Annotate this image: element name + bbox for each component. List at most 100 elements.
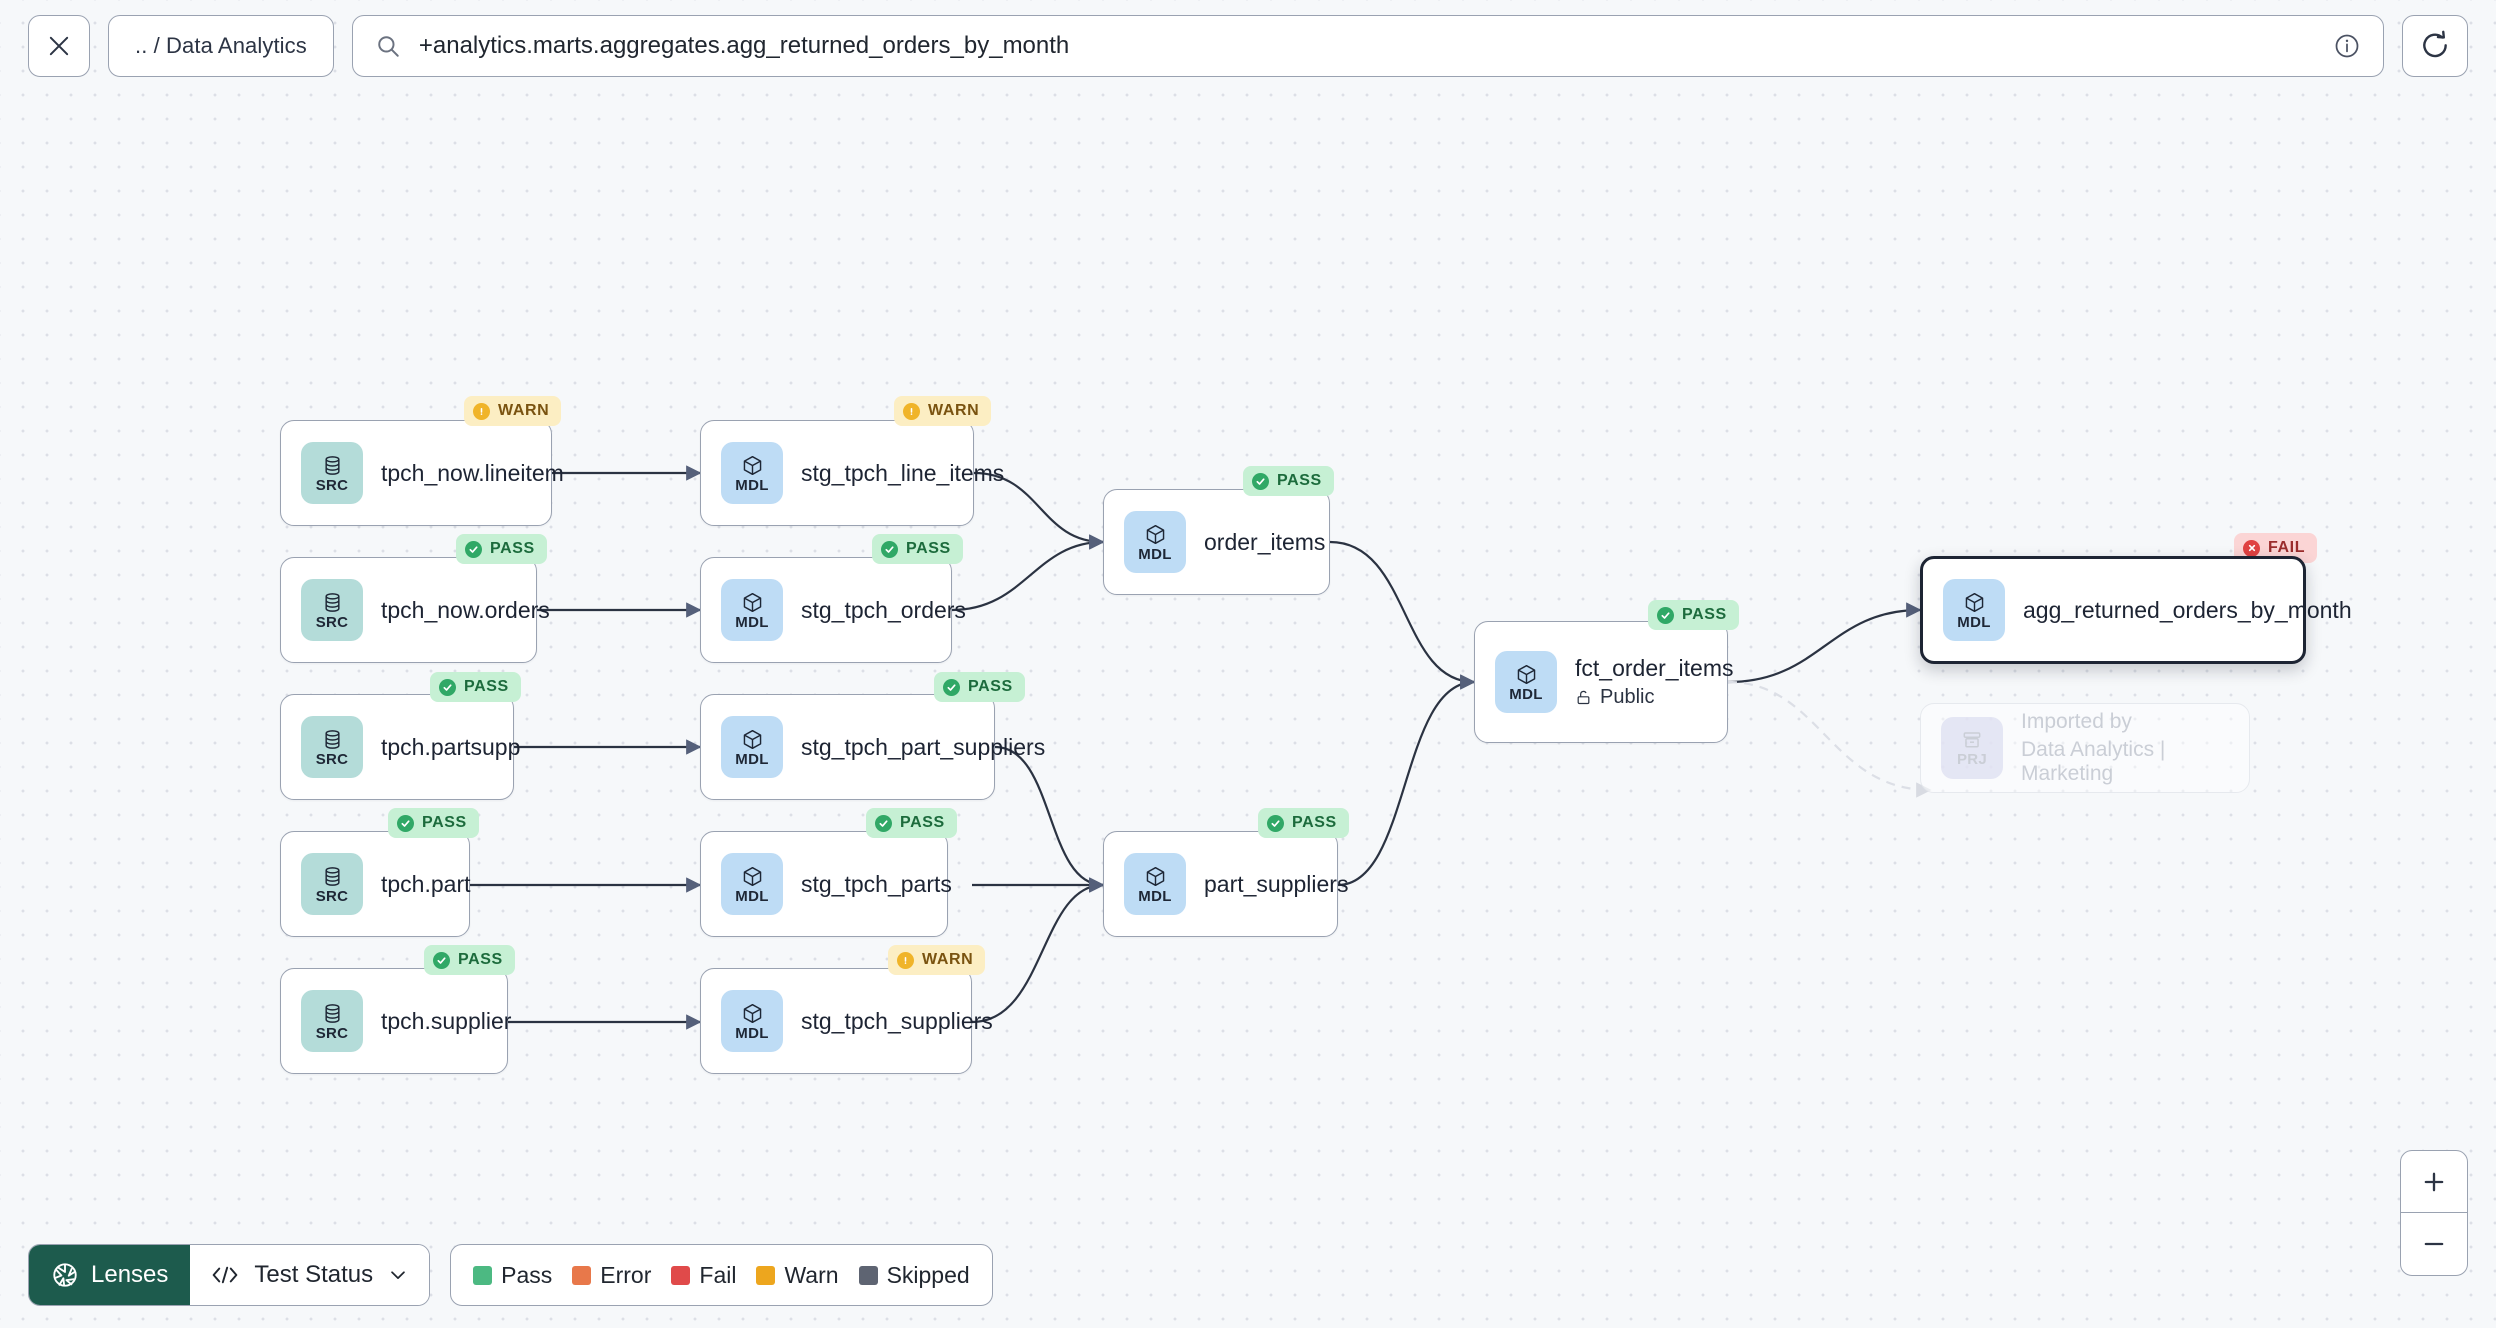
graph-node-src-orders[interactable]: SRC tpch_now.orders [280,557,550,663]
node-body: Imported by Data Analytics | Marketing [2021,710,2249,786]
legend-label: Warn [784,1261,839,1288]
database-icon [324,1003,340,1023]
node-kind-label: PRJ [1956,751,1988,768]
refresh-button[interactable] [2402,15,2468,77]
node-body: tpch.part [381,871,471,898]
cube-icon [1965,592,1983,612]
unlock-icon [1577,690,1590,705]
legend-swatch-fail [671,1265,691,1285]
lenses-button[interactable]: Lenses [29,1245,191,1305]
top-toolbar: .. / Data Analytics +analytics.marts.agg… [0,0,2496,92]
node-body: order_items [1204,529,1325,556]
bottom-toolbar: Lenses Test Status Pass Error Fail Warn [28,1244,993,1306]
node-kind-label: SRC [315,613,349,631]
imported-by-label: Imported by [2021,710,2132,733]
node-title: stg_tpch_line_items [801,459,1005,486]
node-kind-label: SRC [315,750,349,768]
legend-swatch-skipped [858,1265,878,1285]
graph-node-src-partsupp[interactable]: SRC tpch.partsupp [280,694,520,800]
node-visibility-label: Public [1600,686,1655,708]
graph-node-stg-line-items[interactable]: MDL stg_tpch_line_items [700,420,1005,526]
lenses-group: Lenses Test Status [28,1244,431,1306]
cube-icon [1146,524,1164,544]
node-kind-chip: MDL [1495,651,1557,713]
graph-node-part-suppliers[interactable]: MDL part_suppliers [1103,831,1348,937]
graph-node-stg-parts[interactable]: MDL stg_tpch_parts [700,831,952,937]
graph-node-order-items[interactable]: MDL order_items [1103,489,1330,595]
cube-icon [743,1003,761,1023]
info-circle-icon[interactable] [2333,32,2361,60]
node-body: tpch.partsupp [381,734,520,761]
node-title: stg_tpch_part_suppliers [801,733,1046,760]
close-icon [49,36,69,56]
database-icon [324,729,340,749]
node-kind-chip: MDL [1943,579,2005,641]
node-kind-label: MDL [735,750,769,768]
breadcrumb-label: .. / Data Analytics [135,33,307,58]
test-status-label: Test Status [254,1261,374,1288]
node-kind-chip: MDL [1124,511,1186,573]
node-kind-label: MDL [1138,887,1172,905]
legend-label: Pass [501,1261,553,1288]
node-kind-chip: MDL [721,853,783,915]
node-body: tpch_now.lineitem [381,459,564,487]
search-bar[interactable]: +analytics.marts.aggregates.agg_returned… [351,15,2384,77]
node-kind-chip: SRC [301,716,363,778]
database-icon [324,592,340,612]
status-legend: Pass Error Fail Warn Skipped [450,1244,993,1306]
node-body: stg_tpch_line_items [801,459,1005,487]
imported-by-value: Data Analytics | Marketing [2021,738,2166,785]
node-body: stg_tpch_suppliers [801,1008,993,1035]
node-kind-label: MDL [735,613,769,631]
node-kind-label: MDL [735,476,769,494]
node-kind-label: SRC [315,1024,349,1042]
node-kind-label: MDL [1509,685,1543,703]
code-brackets-icon [213,1266,238,1284]
graph-node-stg-suppliers[interactable]: MDL stg_tpch_suppliers [700,968,993,1074]
database-icon [324,866,340,886]
close-button[interactable] [28,15,90,77]
node-visibility: Public [1575,686,1727,709]
node-title: stg_tpch_orders [801,596,966,623]
graph-node-stg-orders[interactable]: MDL stg_tpch_orders [700,557,966,663]
zoom-in-button[interactable] [2401,1151,2467,1213]
node-kind-label: SRC [315,476,349,494]
cube-icon [743,592,761,612]
node-title: tpch_now.lineitem [381,459,564,486]
search-input[interactable]: +analytics.marts.aggregates.agg_returned… [418,32,1070,59]
database-icon [324,455,340,475]
node-kind-chip: MDL [721,990,783,1052]
search-icon [378,36,399,57]
graph-node-imported-by-project[interactable]: PRJ Imported by Data Analytics | Marketi… [1920,703,2250,793]
legend-item-error: Error [572,1262,651,1289]
zoom-out-button[interactable] [2401,1213,2467,1275]
legend-item-fail: Fail [671,1262,736,1289]
node-kind-label: SRC [315,887,349,905]
graph-node-src-supplier[interactable]: SRC tpch.supplier [280,968,511,1074]
archive-box-icon [1963,732,1981,748]
node-kind-chip: SRC [301,442,363,504]
graph-node-agg-returned-orders-by-month[interactable]: MDL agg_returned_orders_by_month [1920,556,2352,664]
cube-icon [743,729,761,749]
graph-node-fct-order-items[interactable]: MDL fct_order_items Public [1474,621,1734,743]
test-status-dropdown[interactable]: Test Status [190,1245,430,1305]
legend-item-warn: Warn [756,1261,839,1289]
node-body: stg_tpch_parts [801,871,952,898]
node-kind-chip: SRC [301,853,363,915]
node-kind-label: MDL [1138,545,1172,563]
aperture-icon [53,1263,77,1287]
graph-node-src-part[interactable]: SRC tpch.part [280,831,471,937]
legend-swatch-warn [756,1265,776,1285]
node-title: tpch_now.orders [381,596,550,623]
lenses-label: Lenses [91,1261,169,1288]
chevron-down-icon [391,1271,405,1279]
node-body: tpch.supplier [381,1008,511,1035]
graph-node-stg-part-suppliers[interactable]: MDL stg_tpch_part_suppliers [700,694,1046,800]
minus-icon [2424,1242,2444,1246]
breadcrumb[interactable]: .. / Data Analytics [108,15,334,77]
graph-node-src-lineitem[interactable]: SRC tpch_now.lineitem [280,420,564,526]
node-kind-chip: MDL [1124,853,1186,915]
node-title: order_items [1204,528,1326,555]
